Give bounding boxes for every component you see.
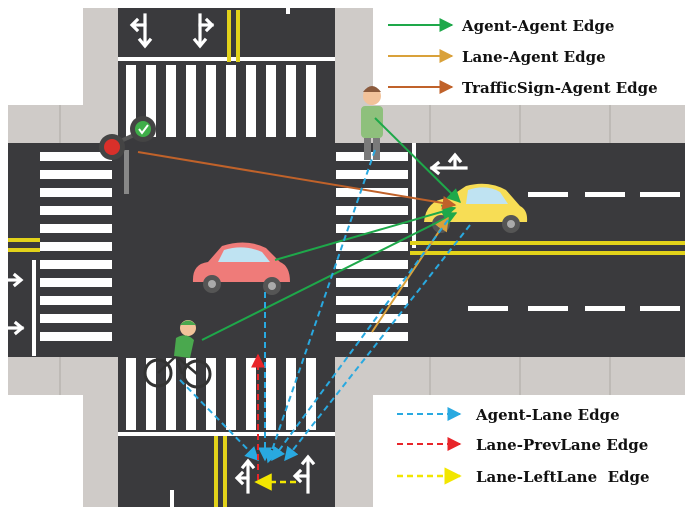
- bottom-right-straight-arrow-icon: [292, 454, 316, 494]
- crosswalk-right: [336, 143, 416, 341]
- traffic-light-icon: [99, 116, 156, 194]
- edge-redcar-to-car: [274, 204, 457, 261]
- legend-item-trafficsign-agent: TrafficSign-Agent Edge: [388, 79, 658, 97]
- pedestrian-icon: [361, 86, 383, 160]
- edge-pedestrian-to-car: [374, 117, 461, 203]
- legend-top: Agent-Agent Edge Lane-Agent Edge Traffic…: [388, 17, 658, 97]
- edges: [137, 117, 471, 491]
- legend-bottom: Agent-Lane Edge Lane-PrevLane Edge Lane-…: [388, 398, 650, 500]
- crosswalk-left: [32, 152, 112, 356]
- legend-label: Lane-PrevLane Edge: [476, 436, 648, 454]
- legend-item-lane-prevlane: Lane-PrevLane Edge: [397, 436, 648, 454]
- legend-label: Lane-LeftLane Edge: [476, 468, 650, 486]
- left-straight-arrow-icon: [129, 13, 153, 49]
- cyclist-icon: [143, 320, 212, 389]
- legend-label: Agent-Lane Edge: [475, 406, 620, 424]
- crosswalk-bottom: [118, 358, 335, 436]
- legend-item-agent-agent: Agent-Agent Edge: [388, 17, 614, 35]
- bottom-left-straight-arrow-icon: [234, 458, 256, 494]
- right-arrow-icon-lower: [6, 320, 25, 336]
- legend-item-lane-agent: Lane-Agent Edge: [388, 48, 606, 66]
- legend-label: Lane-Agent Edge: [462, 48, 606, 66]
- yellow-center-lines: [8, 10, 685, 507]
- legend-label: TrafficSign-Agent Edge: [462, 79, 658, 97]
- edge-cyclist-to-car: [201, 212, 458, 341]
- right-straight-arrow-icon: [192, 13, 215, 49]
- legend-label: Agent-Agent Edge: [461, 17, 614, 35]
- right-arrow-icon-upper: [6, 272, 24, 288]
- crosswalk-top: [118, 57, 335, 137]
- legend-item-agent-lane: Agent-Lane Edge: [397, 406, 620, 424]
- edge-trafficlight-to-car: [137, 151, 457, 210]
- legend-item-lane-leftlane: Lane-LeftLane Edge: [397, 467, 650, 486]
- red-car-icon: [192, 242, 290, 295]
- left-turn-arrow-icon: [429, 152, 468, 176]
- lane-arrow-icons: [6, 13, 468, 494]
